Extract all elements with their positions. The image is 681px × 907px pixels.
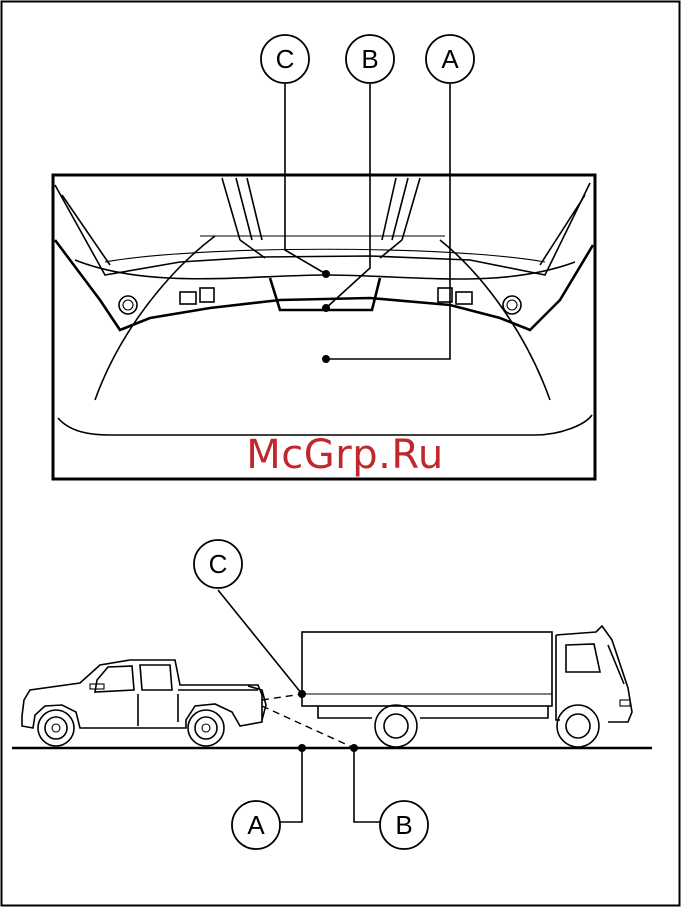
callout-b-top: B [346,35,394,83]
label-a-top: A [441,44,459,74]
camera-view-panel: McGrp.Ru [53,84,595,479]
label-c-bottom: C [209,549,228,579]
label-a-bottom: A [247,810,265,840]
callout-a-bottom: A [232,801,280,849]
pickup-truck-icon [22,660,266,746]
watermark-text: McGrp.Ru [246,432,443,478]
leader-a-bottom [280,748,302,822]
label-b-top: B [361,44,378,74]
sight-line-b [262,706,354,748]
callout-b-bottom: B [380,801,428,849]
label-b-bottom: B [395,810,412,840]
callout-a-top: A [426,35,474,83]
cargo-box [302,632,552,706]
box-truck-icon [302,626,632,747]
label-c-top: C [276,44,295,74]
callout-c-top: C [261,35,309,83]
sight-line-c [262,694,302,700]
leader-b-bottom [354,748,380,822]
side-view-scene [12,590,652,822]
callout-c-bottom: C [194,540,242,588]
leader-c-bottom [218,590,302,694]
